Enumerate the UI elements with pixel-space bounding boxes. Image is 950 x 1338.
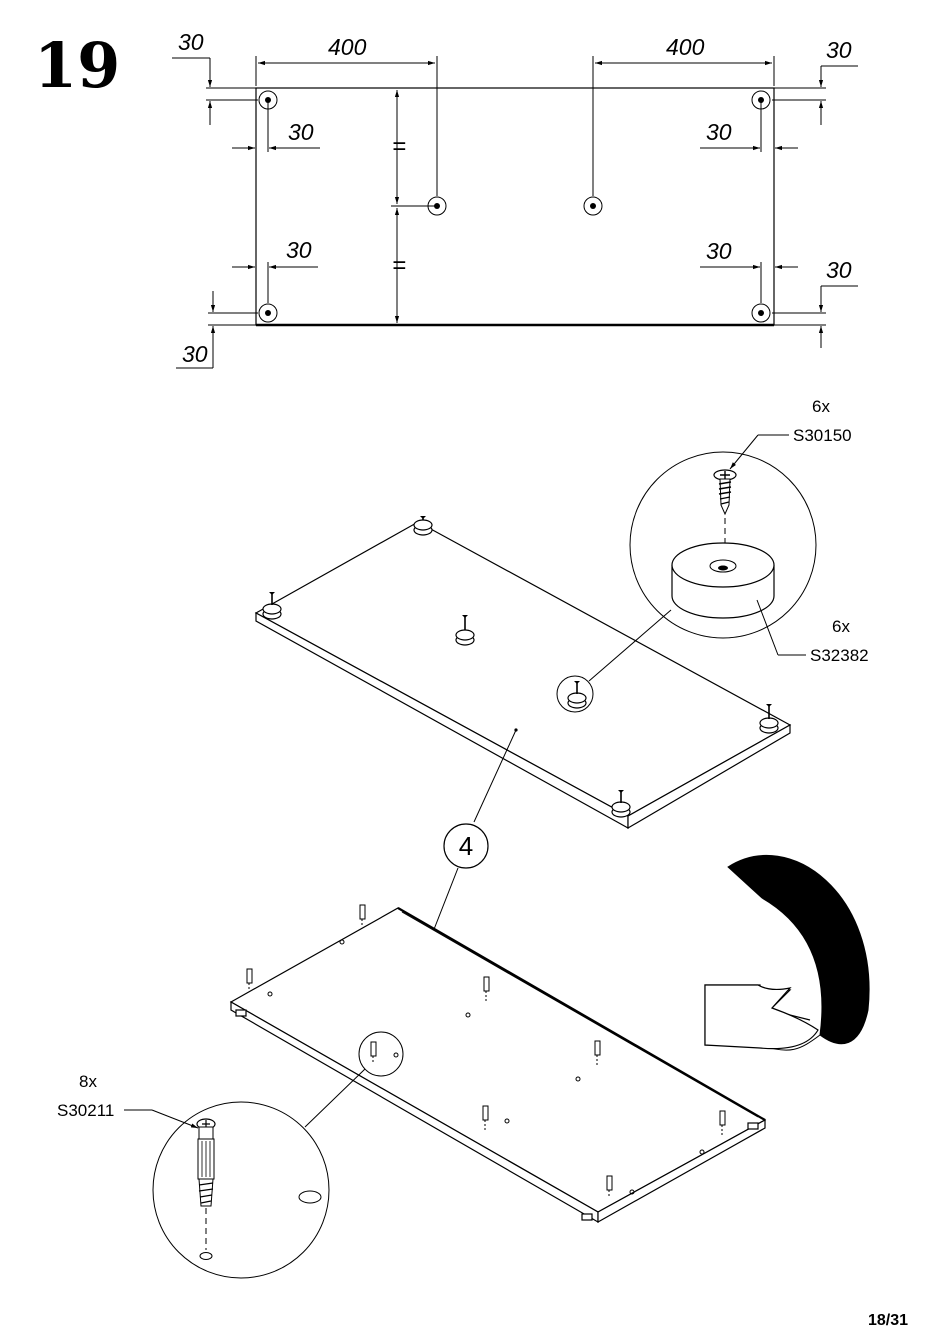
foot-pad	[759, 704, 779, 734]
equal-mark-upper: =	[392, 133, 406, 160]
cam-bolt	[370, 1041, 377, 1064]
step-number: 19	[34, 29, 120, 102]
dim-30-top-right-h: 30	[706, 119, 732, 145]
equal-mark-lower: =	[392, 252, 406, 279]
dim-400-right: 400	[666, 34, 705, 60]
dim-30-bottom-right-v: 30	[826, 257, 852, 283]
screw-icon	[713, 469, 737, 560]
detail-screw-foot: 6x S30150 6x S32382	[629, 397, 869, 665]
dim-30-bottom-left-v: 30	[182, 341, 208, 367]
cam-bolt	[246, 968, 253, 990]
foot-pad	[567, 681, 587, 709]
screw-code: S30150	[793, 426, 852, 445]
part-reference: 4	[420, 823, 489, 962]
page-number: 18/31	[868, 1312, 908, 1329]
foot-pad	[262, 592, 282, 620]
dim-30-bottom-right-h: 30	[706, 238, 732, 264]
foot-pad	[413, 516, 433, 536]
panel-with-cam-bolts	[229, 904, 767, 1224]
dim-400-left: 400	[328, 34, 367, 60]
detail-callout-marker	[358, 1031, 404, 1077]
dim-30-top-left-v: 30	[178, 29, 204, 55]
foot-hole	[751, 303, 771, 323]
panel-outline	[255, 87, 775, 326]
cam-bolt-qty: 8x	[79, 1072, 97, 1091]
detail-callout-marker	[556, 675, 594, 713]
foot-pad	[455, 615, 475, 646]
foot-icon	[671, 542, 775, 619]
plan-view: 400 400 30 30 30 30 =	[172, 29, 858, 369]
dim-30-top-left-h: 30	[288, 119, 314, 145]
dim-30-top-right-v: 30	[826, 37, 852, 63]
part-number: 4	[459, 831, 473, 861]
foot-hole	[583, 196, 603, 216]
foot-pad	[611, 790, 631, 818]
hole-icon	[298, 1190, 322, 1204]
foot-qty: 6x	[832, 617, 850, 636]
detail-cam-bolt: 8x S30211	[57, 1072, 330, 1279]
cam-bolt	[594, 1040, 601, 1065]
cam-bolt	[719, 1110, 726, 1137]
cam-bolt	[359, 904, 366, 926]
cam-bolt	[606, 1175, 613, 1198]
flip-rotation-arrow	[704, 855, 870, 1051]
dim-30-bottom-left-h: 30	[286, 237, 312, 263]
panel-with-feet	[254, 516, 792, 830]
screw-qty: 6x	[812, 397, 830, 416]
cam-bolt-code: S30211	[57, 1101, 114, 1120]
cam-bolt	[483, 976, 490, 1002]
foot-code: S32382	[810, 646, 869, 665]
cam-bolt-icon	[196, 1118, 216, 1260]
cam-bolt	[482, 1105, 489, 1132]
foot-hole	[258, 303, 278, 323]
